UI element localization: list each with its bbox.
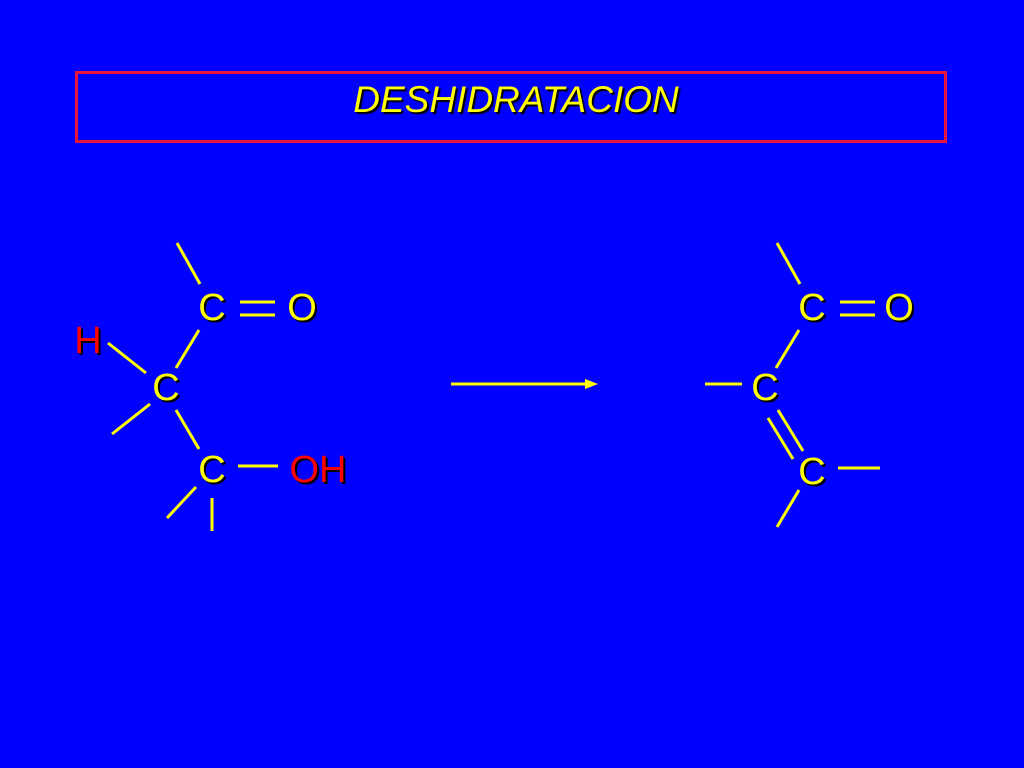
p-bond-ctop-cmid (774, 329, 801, 369)
p-bond-cbot-down (775, 489, 801, 528)
reaction-arrow (451, 379, 598, 389)
atom-shadow: O (289, 289, 319, 331)
reactant-bonds (107, 242, 278, 531)
page-title: DESHIDRATACION (353, 79, 679, 120)
bond-h-c (107, 341, 147, 375)
bond-cbot-left (165, 485, 198, 520)
bond-cmid-cbot (174, 409, 201, 450)
p-bond-top-substituent (775, 242, 802, 285)
product-atom-c-mid: C (751, 367, 778, 409)
reactant-atom-h: H (74, 320, 101, 362)
atom-shadow: C (200, 451, 227, 493)
p-bond-cc-double-2 (766, 417, 795, 460)
reactant-atom-c-top: C (198, 287, 225, 329)
atom-shadow: C (200, 289, 227, 331)
product-bonds (705, 242, 880, 528)
arrow-head (585, 379, 598, 389)
p-bond-cc-double-1 (776, 409, 805, 452)
atom-shadow: H (76, 322, 103, 364)
atom-shadow: OH (292, 451, 349, 493)
product-atoms: C C O O C C C C (751, 287, 916, 495)
title-box: DESHIDRATACION (75, 71, 947, 143)
atom-shadow: C (800, 453, 827, 495)
bond-ctop-cmid (174, 329, 201, 369)
reactant-atom-c-bot: C (198, 449, 225, 491)
reactant-atoms: C C O O H H C C C C OH OH (74, 287, 348, 493)
atom-shadow: C (154, 369, 181, 411)
atom-shadow: C (800, 289, 827, 331)
atom-shadow: C (753, 369, 780, 411)
product-atom-o-top: O (884, 287, 914, 329)
reactant-atom-c-mid: C (152, 367, 179, 409)
bond-cmid-left (111, 402, 151, 436)
product-atom-c-bot: C (798, 451, 825, 493)
reactant-atom-o-top: O (287, 287, 317, 329)
bond-top-substituent (175, 242, 202, 285)
atom-shadow: O (886, 289, 916, 331)
reactant-atom-oh: OH (290, 449, 347, 491)
product-atom-c-top: C (798, 287, 825, 329)
